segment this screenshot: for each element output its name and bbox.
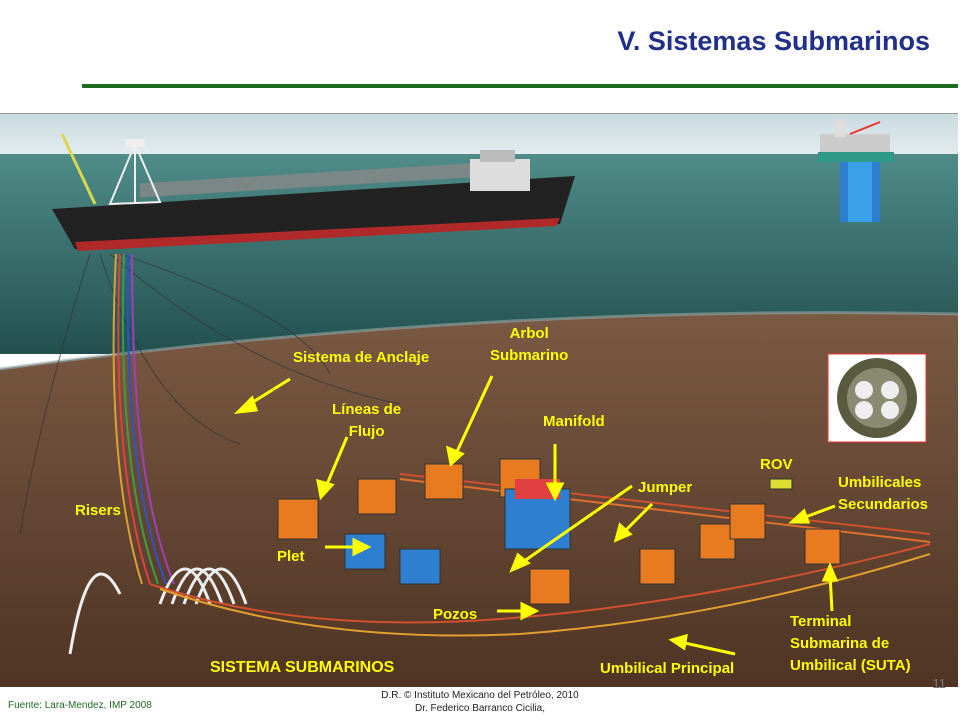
label-sistema-submarinos: SISTEMA SUBMARINOS	[210, 659, 395, 676]
slide-title: V. Sistemas Submarinos	[617, 26, 930, 56]
mooring-lines	[19, 253, 401, 535]
label-risers: Risers	[75, 502, 121, 519]
seabed	[0, 312, 958, 687]
risers	[112, 253, 175, 585]
flowlines	[149, 473, 931, 637]
fpso-ship	[52, 133, 575, 251]
label-terminal-line2: Submarina de	[790, 634, 890, 652]
label-umbilicales-line1: Umbilicales	[838, 474, 922, 491]
subsea-scene-drawing	[0, 114, 958, 687]
subsea-illustration: Sistema de Anclaje Arbol Submarino Línea…	[0, 113, 958, 687]
umbilical-cross-section-inset	[827, 353, 927, 443]
label-umbilicales-secundarios: Umbilicales Secundarios	[838, 472, 928, 516]
footer-copyright-line1: D.R. © Instituto Mexicano del Petróleo, …	[381, 690, 579, 701]
page-number: 11	[932, 676, 947, 691]
subsea-equipment	[277, 458, 841, 605]
label-terminal-suta: Terminal Submarina de Umbilical (SUTA)	[790, 611, 911, 676]
label-jumper: Jumper	[638, 479, 693, 496]
label-sistema-anclaje: Sistema de Anclaje	[293, 349, 430, 366]
label-plet: Plet	[277, 548, 305, 565]
title-underline	[82, 84, 958, 88]
label-rov: ROV	[760, 456, 793, 473]
label-arbol-line2: Submarino	[490, 346, 569, 364]
label-terminal-line3: Umbilical (SUTA)	[790, 656, 911, 674]
label-pozos: Pozos	[433, 606, 478, 623]
footer-copyright-line2: Dr. Federico Barranco Cicilia,	[414, 702, 546, 714]
label-arbol-submarino: Arbol Submarino	[490, 323, 568, 367]
footer-source: Fuente: Lara-Mendez, IMP 2008	[8, 700, 152, 711]
label-umbilicales-line2: Secundarios	[838, 495, 929, 513]
label-lineas-line1: Líneas de	[332, 401, 402, 418]
label-manifold: Manifold	[543, 413, 605, 430]
footer-copyright: D.R. © Instituto Mexicano del Petróleo, …	[0, 690, 960, 715]
sky	[0, 114, 958, 159]
label-terminal-line1: Terminal	[790, 613, 852, 630]
callout-arrows	[233, 375, 839, 656]
label-umbilical-principal: Umbilical Principal	[600, 660, 735, 677]
label-arbol-line1: Arbol	[509, 325, 549, 342]
label-lineas-line2: Flujo	[348, 422, 385, 440]
spar-platform	[818, 119, 894, 222]
label-lineas-de-flujo: Líneas de Flujo	[332, 399, 401, 443]
